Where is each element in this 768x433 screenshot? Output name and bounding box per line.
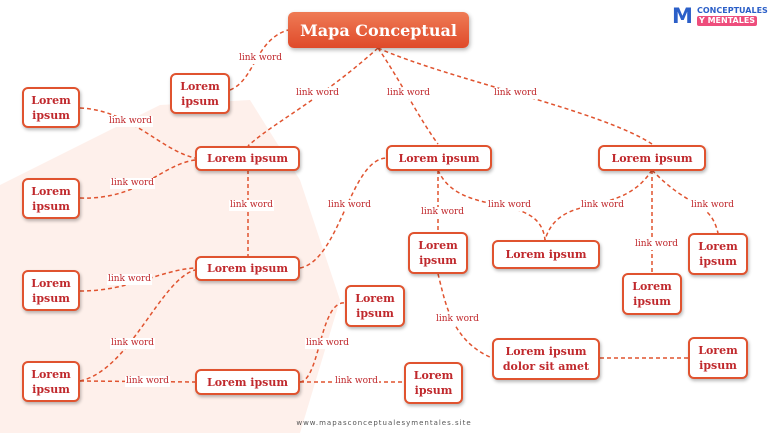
link-label: link word bbox=[110, 178, 156, 189]
link-label: link word bbox=[420, 207, 466, 218]
concept-node: Lorem ipsum bbox=[408, 232, 468, 274]
connector bbox=[229, 29, 289, 91]
concept-node: Lorem ipsum bbox=[22, 361, 80, 402]
connector bbox=[79, 107, 196, 159]
connector bbox=[247, 47, 379, 147]
concept-node: Lorem ipsum bbox=[688, 233, 748, 275]
logo-text-line2: Y MENTALES bbox=[697, 16, 758, 26]
link-label: link word bbox=[110, 338, 156, 349]
concept-node: Lorem ipsum bbox=[22, 87, 80, 128]
concept-node: Lorem ipsum bbox=[386, 145, 492, 171]
link-label: link word bbox=[334, 376, 380, 387]
brand-logo: M CONCEPTUALES Y MENTALES bbox=[672, 4, 768, 30]
concept-node: Lorem ipsum bbox=[22, 270, 80, 311]
link-label: link word bbox=[107, 274, 153, 285]
link-label: link word bbox=[305, 338, 351, 349]
link-label: link word bbox=[487, 200, 533, 211]
concept-node: Lorem ipsum bbox=[22, 178, 80, 219]
footer-url: www.mapasconceptualesymentales.site bbox=[296, 419, 472, 427]
link-label: link word bbox=[580, 200, 626, 211]
concept-node: Lorem ipsum bbox=[492, 240, 600, 269]
connector bbox=[299, 157, 387, 269]
link-label: link word bbox=[229, 200, 275, 211]
connector bbox=[299, 302, 346, 383]
logo-m-icon: M bbox=[672, 4, 693, 28]
link-label: link word bbox=[435, 314, 481, 325]
connector bbox=[437, 273, 493, 359]
connector bbox=[79, 269, 196, 382]
link-label: link word bbox=[295, 88, 341, 99]
link-label: link word bbox=[386, 88, 432, 99]
link-label: link word bbox=[690, 200, 736, 211]
link-label: link word bbox=[238, 53, 284, 64]
concept-node: Lorem ipsum bbox=[688, 337, 748, 379]
concept-node: Lorem ipsum bbox=[195, 369, 300, 395]
concept-node: Lorem ipsum bbox=[622, 273, 682, 315]
link-label: link word bbox=[125, 376, 171, 387]
concept-node: Lorem ipsum bbox=[598, 145, 706, 171]
link-label: link word bbox=[108, 116, 154, 127]
connector bbox=[651, 169, 719, 234]
concept-node: Lorem ipsum bbox=[170, 73, 230, 114]
link-label: link word bbox=[327, 200, 373, 211]
concept-node: Lorem ipsum dolor sit amet bbox=[492, 338, 600, 380]
connector bbox=[377, 47, 653, 145]
concept-node: Lorem ipsum bbox=[404, 362, 463, 404]
link-label: link word bbox=[493, 88, 539, 99]
concept-node: Lorem ipsum bbox=[345, 285, 405, 327]
concept-node: Lorem ipsum bbox=[195, 146, 300, 171]
link-label: link word bbox=[634, 239, 680, 250]
logo-text-line1: CONCEPTUALES bbox=[697, 6, 768, 15]
concept-node: Lorem ipsum bbox=[195, 256, 300, 281]
main-title: Mapa Conceptual bbox=[288, 12, 469, 48]
